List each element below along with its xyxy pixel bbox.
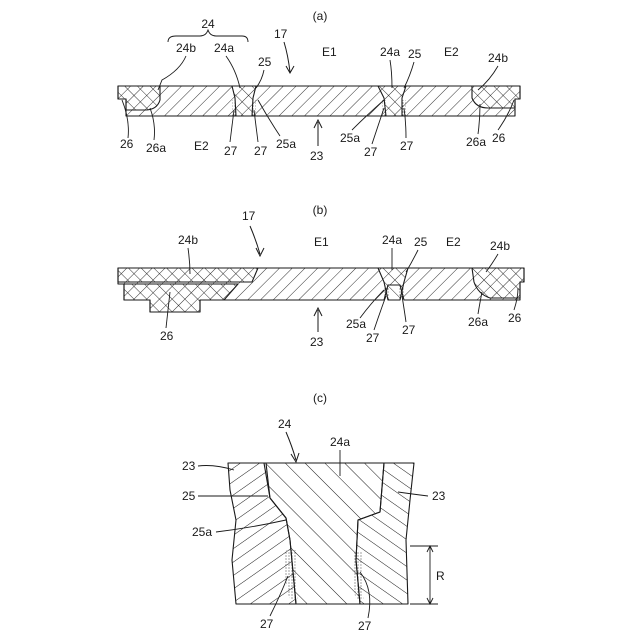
panel-b-label-24b-right: 24b — [490, 239, 510, 253]
panel-a-label-26-right: 26 — [492, 131, 506, 145]
panel-a-label-27-a: 27 — [224, 144, 238, 158]
panel-a-label-25-left: 25 — [258, 55, 272, 69]
panel-a-caption: (a) — [313, 9, 328, 23]
panel-b-label-E2: E2 — [446, 235, 461, 249]
panel-c-label-27-left: 27 — [260, 617, 274, 631]
panel-a-leader-24b-left — [158, 56, 186, 90]
panel-b-arrow-17 — [250, 226, 264, 256]
panel-a-weld-27-3 — [382, 100, 387, 116]
panel-b-label-17: 17 — [242, 209, 256, 223]
panel-c-label-24a: 24a — [330, 435, 350, 449]
panel-a-label-25-right: 25 — [408, 47, 422, 61]
panel-b-label-27-a: 27 — [366, 331, 380, 345]
panel-a-label-24: 24 — [201, 17, 215, 31]
panel-a-label-24b-left: 24b — [176, 41, 196, 55]
panel-a-label-26a-left: 26a — [146, 141, 166, 155]
panel-a-arrow-17 — [284, 42, 294, 73]
panel-b-boss-26-left — [124, 284, 238, 312]
panel-c-label-27-right: 27 — [358, 619, 372, 633]
panel-a-label-24a-right: 24a — [380, 45, 400, 59]
panel-b-label-24b-left: 24b — [178, 233, 198, 247]
panel-c-label-25: 25 — [182, 489, 196, 503]
panel-b-weld-27-1 — [384, 284, 389, 300]
panel-a-label-26-left: 26 — [120, 137, 134, 151]
panel-b-label-27-b: 27 — [402, 323, 416, 337]
panel-b-label-23: 23 — [310, 335, 324, 349]
panel-a-weld-27-1 — [232, 100, 237, 116]
panel-b-arrow-23 — [314, 308, 322, 332]
panel-b-label-26-left: 26 — [160, 329, 174, 343]
panel-a-label-26a-right: 26a — [466, 135, 486, 149]
panel-a-arrow-23 — [314, 120, 322, 146]
panel-c-label-23-right: 23 — [432, 489, 446, 503]
panel-a-label-17: 17 — [274, 27, 288, 41]
panel-a-label-27-c: 27 — [364, 145, 378, 159]
panel-c-label-23-left: 23 — [182, 459, 196, 473]
panel-a-leader-24a-left — [226, 56, 240, 88]
panel-c-arrow-24 — [286, 432, 299, 462]
panel-c-label-24: 24 — [278, 417, 292, 431]
panel-b-label-26a: 26a — [468, 315, 488, 329]
panel-a-plate-23 — [118, 86, 520, 116]
panel-b-label-24a: 24a — [382, 233, 402, 247]
panel-a-leader-25-left — [256, 70, 264, 88]
panel-a-label-E2-bottom: E2 — [194, 139, 209, 153]
panel-a-weld-27-4 — [401, 100, 406, 116]
panel-a-label-27-d: 27 — [400, 139, 414, 153]
panel-a-weld-27-2 — [251, 100, 256, 116]
panel-b-caption: (b) — [313, 203, 328, 217]
panel-b-overlay-24b-left — [118, 268, 258, 282]
panel-a-leader-24a-right — [390, 60, 392, 88]
panel-b-label-25: 25 — [414, 235, 428, 249]
panel-b-label-25a: 25a — [346, 317, 366, 331]
panel-c-dimension-R — [410, 546, 438, 604]
panel-a-label-E2-top: E2 — [444, 45, 459, 59]
panel-c-label-25a: 25a — [192, 525, 212, 539]
panel-c-caption: (c) — [313, 391, 327, 405]
panel-a-label-25a-left: 25a — [276, 137, 296, 151]
panel-a-label-24a-left: 24a — [214, 41, 234, 55]
panel-b-label-26-right: 26 — [508, 311, 522, 325]
panel-a-label-E1: E1 — [322, 45, 337, 59]
panel-c-label-R: R — [436, 569, 445, 583]
panel-b: (b) 17 24b E1 24a 25 E2 24b 26 25a 27 27… — [118, 203, 524, 349]
panel-b-label-E1: E1 — [314, 235, 329, 249]
panel-a-leader-25-right — [404, 62, 414, 88]
panel-a-label-23: 23 — [310, 149, 324, 163]
panel-c: (c) 24 24a 23 23 25 25a R 27 27 — [182, 391, 446, 633]
panel-a: (a) 24 24b 24a 25 17 E1 24a 25 E2 24b 26… — [118, 9, 520, 163]
panel-a-label-27-b: 27 — [254, 144, 268, 158]
panel-a-label-25a-right: 25a — [340, 131, 360, 145]
panel-a-label-24b-right: 24b — [488, 51, 508, 65]
panel-b-weld-27-2 — [399, 284, 404, 300]
panel-b-leader-27-a — [374, 296, 386, 330]
